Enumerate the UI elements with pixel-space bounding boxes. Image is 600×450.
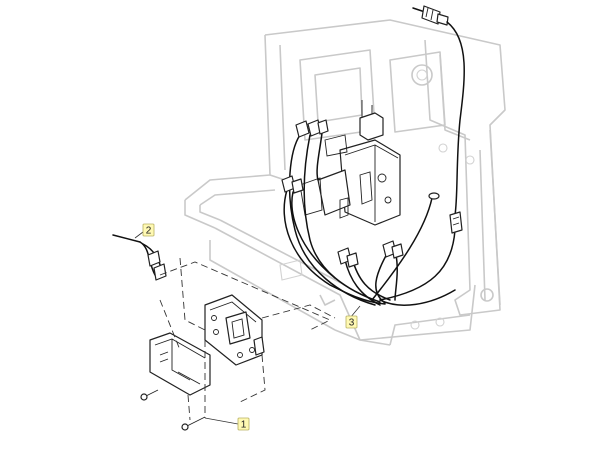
screws xyxy=(140,389,206,431)
callout-3: 3 xyxy=(345,315,358,329)
bracket-plate xyxy=(204,294,265,366)
assembly-dashed-lines xyxy=(159,257,336,421)
callout-3-label: 3 xyxy=(349,318,355,329)
valve-assembly xyxy=(299,100,401,226)
callout-1: 1 xyxy=(237,417,250,431)
callout-1-label: 1 xyxy=(241,420,247,431)
control-box xyxy=(149,332,211,396)
cable-stub xyxy=(112,234,167,281)
harness-connectors xyxy=(281,119,463,268)
callout-2-label: 2 xyxy=(146,226,152,237)
callout-2: 2 xyxy=(142,223,155,237)
top-sensor-probe xyxy=(412,5,449,26)
